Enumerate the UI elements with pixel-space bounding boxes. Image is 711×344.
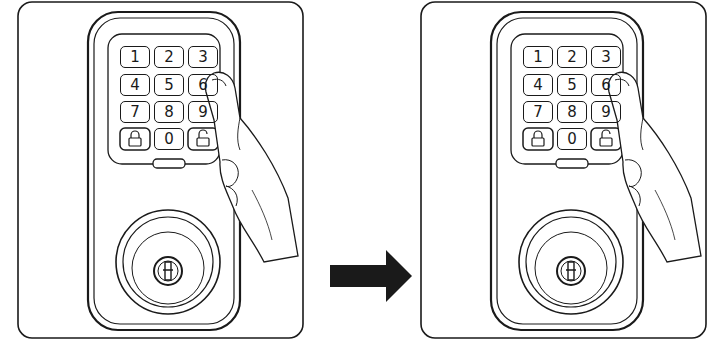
keypad-key: 2 bbox=[154, 46, 184, 68]
key-digit: 7 bbox=[130, 105, 140, 120]
keypad-key: 0 bbox=[154, 128, 184, 150]
keypad-key: 7 bbox=[120, 101, 150, 123]
key-digit: 5 bbox=[567, 78, 577, 93]
keypad-key: 2 bbox=[557, 46, 587, 68]
keypad-key: 5 bbox=[154, 74, 184, 96]
lock-right bbox=[421, 2, 706, 338]
keypad-key: 9 bbox=[591, 101, 621, 123]
key-digit: 7 bbox=[533, 105, 543, 120]
key-digit: 6 bbox=[601, 78, 611, 93]
sequence-arrow bbox=[330, 250, 412, 302]
key-digit: 8 bbox=[164, 105, 174, 120]
key-digit: 5 bbox=[164, 78, 174, 93]
keypad-key: 3 bbox=[591, 46, 621, 68]
key-digit: 0 bbox=[567, 132, 577, 147]
key-digit: 4 bbox=[533, 78, 543, 93]
key-digit: 3 bbox=[198, 50, 208, 65]
key-digit: 2 bbox=[567, 50, 577, 65]
keypad-key: 6 bbox=[188, 74, 218, 96]
key-digit: 8 bbox=[567, 105, 577, 120]
hand-right bbox=[608, 72, 701, 262]
key-digit: 6 bbox=[198, 78, 208, 93]
keypad-key: 1 bbox=[120, 46, 150, 68]
keypad-key: 7 bbox=[523, 101, 553, 123]
key-digit: 1 bbox=[533, 50, 543, 65]
key-digit: 9 bbox=[198, 105, 208, 120]
keypad-key: 5 bbox=[557, 74, 587, 96]
keypad-key: 9 bbox=[188, 101, 218, 123]
keypad-key: 4 bbox=[523, 74, 553, 96]
keypad-key: 0 bbox=[557, 128, 587, 150]
keypad-key: 1 bbox=[523, 46, 553, 68]
key-digit: 0 bbox=[164, 132, 174, 147]
keypad-key: 3 bbox=[188, 46, 218, 68]
keypad-key: 8 bbox=[557, 101, 587, 123]
key-digit: 3 bbox=[601, 50, 611, 65]
key-digit: 4 bbox=[130, 78, 140, 93]
lock-left bbox=[18, 2, 303, 338]
key-digit: 2 bbox=[164, 50, 174, 65]
key-digit: 9 bbox=[601, 105, 611, 120]
keypad-key: 8 bbox=[154, 101, 184, 123]
keypad-key: 6 bbox=[591, 74, 621, 96]
keypad-key: 4 bbox=[120, 74, 150, 96]
hand-left bbox=[205, 72, 298, 262]
key-digit: 1 bbox=[130, 50, 140, 65]
